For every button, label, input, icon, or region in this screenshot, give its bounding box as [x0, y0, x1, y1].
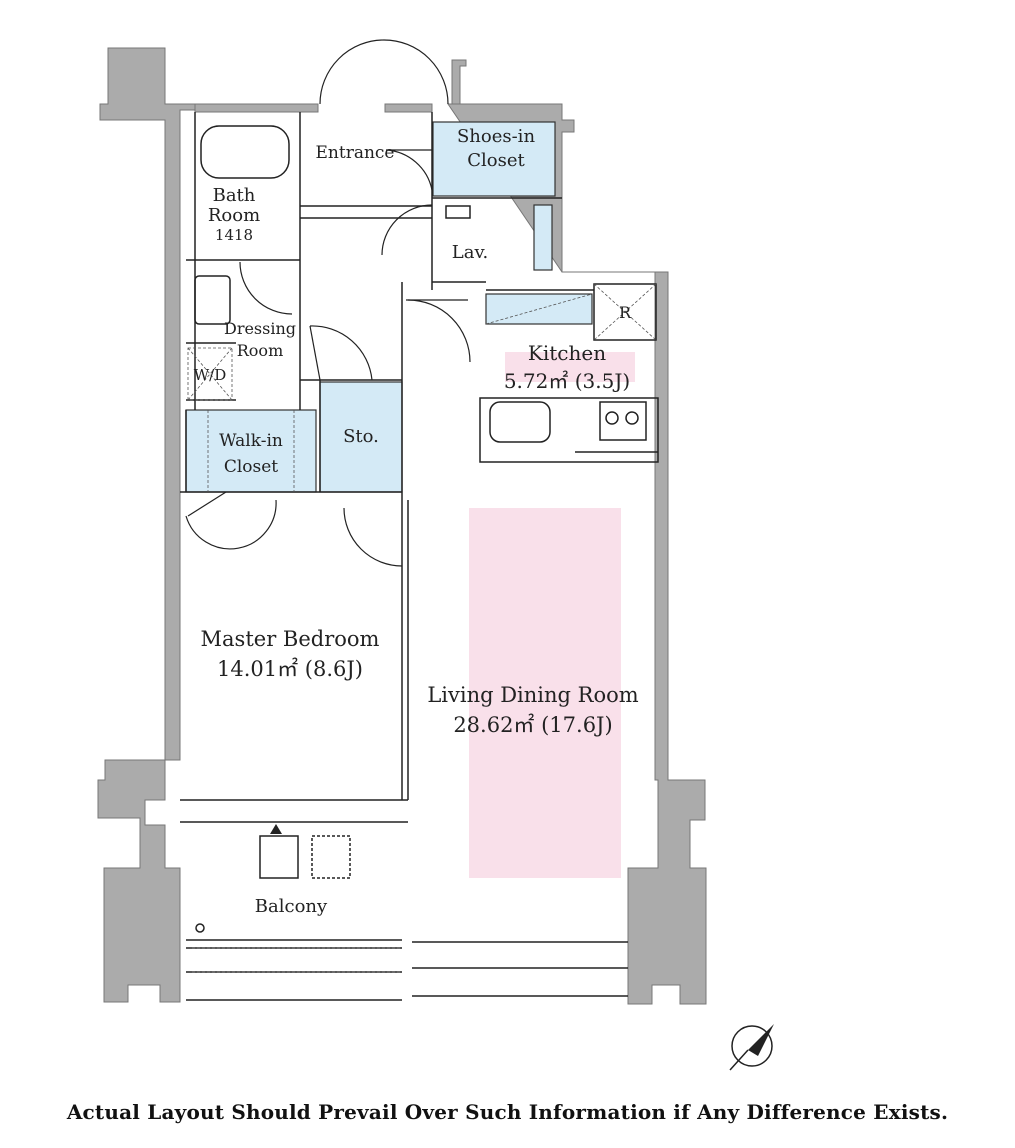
highlight-areas: [469, 352, 635, 878]
shoes-closet-label-line1: Shoes-in: [457, 126, 535, 147]
balcony-arrow-icon: [270, 824, 282, 834]
wd-label: W/D: [194, 366, 227, 384]
living-dining-area-label: 28.62㎡ (17.6J): [453, 713, 612, 737]
master-bedroom-name-label: Master Bedroom: [201, 627, 380, 651]
walkin-closet-label-line1: Walk-in: [219, 431, 283, 451]
dressing-room-label-line2: Room: [237, 341, 283, 360]
hatch-marks: [187, 283, 657, 973]
disclaimer-text: Actual Layout Should Prevail Over Such I…: [66, 1100, 949, 1124]
refrigerator-label: R: [619, 303, 632, 322]
dressing-room-label-line1: Dressing: [224, 319, 296, 338]
kitchen-area-label: 5.72㎡ (3.5J): [504, 369, 630, 393]
walkin-closet-label-line2: Closet: [224, 457, 278, 477]
entrance-label: Entrance: [316, 143, 395, 163]
balcony-label: Balcony: [255, 896, 328, 917]
bath-room-label-line2: Room: [208, 205, 260, 226]
bath-room-size-label: 1418: [215, 226, 253, 244]
living-dining-name-label: Living Dining Room: [427, 683, 638, 707]
lav-label: Lav.: [452, 242, 488, 263]
door-swings: [185, 39, 471, 567]
master-bedroom-area-label: 14.01㎡ (8.6J): [217, 657, 363, 681]
shoes-closet-label-line2: Closet: [467, 150, 525, 171]
storage-label: Sto.: [343, 426, 379, 447]
compass-north-icon: [729, 1024, 774, 1071]
kitchen-name-label: Kitchen: [528, 341, 606, 365]
bath-room-label-line1: Bath: [213, 185, 256, 206]
